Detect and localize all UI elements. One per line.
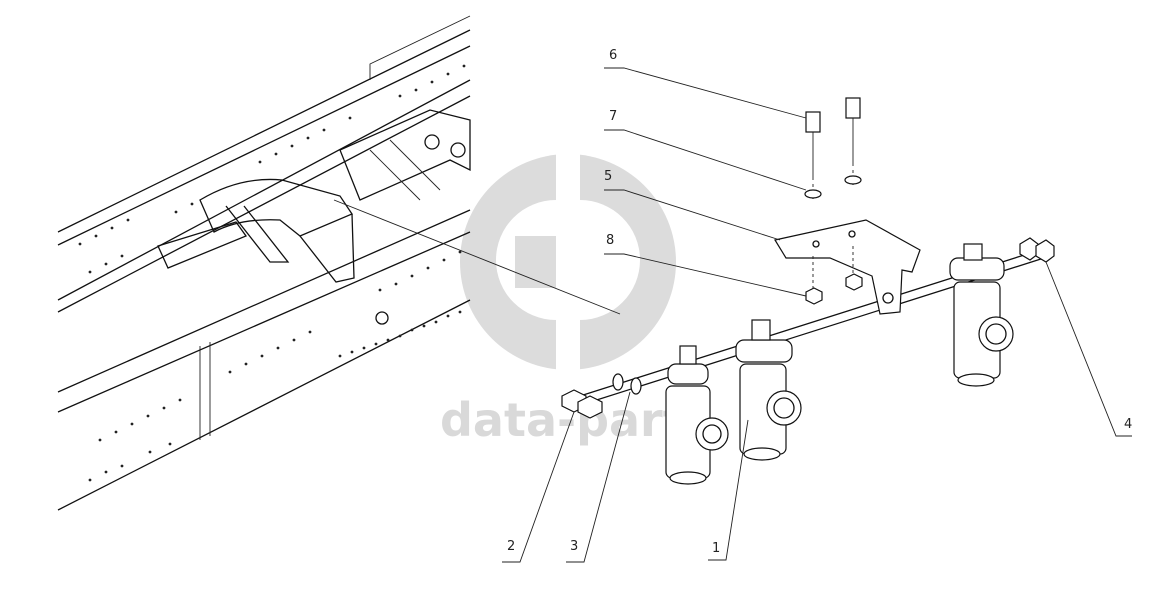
valve-icon <box>665 345 729 485</box>
bolt-part-2-icon <box>561 389 603 419</box>
nut-part-4-icon <box>1019 237 1055 263</box>
nut-part-8-icon <box>805 273 863 305</box>
valve-icon <box>735 319 802 461</box>
callout-7: 7 <box>609 109 617 124</box>
callout-3: 3 <box>570 539 578 554</box>
watermark-logo-icon <box>460 150 676 380</box>
callout-2: 2 <box>507 539 515 554</box>
valve-icon <box>949 243 1014 387</box>
truck-frame-icon <box>57 15 621 511</box>
callout-1: 1 <box>712 541 720 556</box>
callout-4: 4 <box>1124 417 1132 432</box>
bolt-part-6-icon <box>805 97 861 200</box>
valve-assembly <box>561 97 1055 485</box>
callout-6: 6 <box>609 48 617 63</box>
callout-8: 8 <box>606 233 614 248</box>
washer-part-7-icon <box>804 175 862 199</box>
callout-labels: 6 7 5 8 2 3 1 4 <box>507 48 1132 556</box>
bracket-part-5-icon <box>774 219 921 315</box>
washer-part-3-icon <box>612 373 642 395</box>
callout-5: 5 <box>604 169 612 184</box>
callout-leaders <box>502 67 1132 563</box>
